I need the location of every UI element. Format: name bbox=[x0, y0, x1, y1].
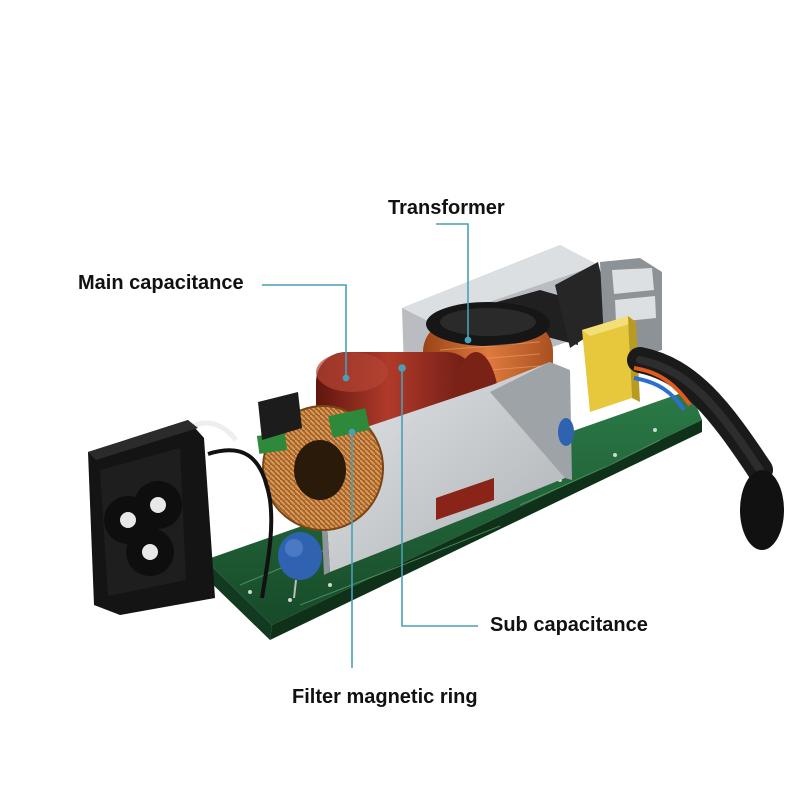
y-capacitor bbox=[278, 532, 322, 599]
leader-dot-main-capacitance bbox=[342, 374, 350, 382]
label-filter-magnetic-ring: Filter magnetic ring bbox=[292, 686, 478, 708]
leader-line-main-capacitance bbox=[262, 284, 347, 378]
label-transformer: Transformer bbox=[388, 197, 505, 219]
filter-magnetic-ring bbox=[256, 405, 384, 531]
label-sub-capacitance: Sub capacitance bbox=[490, 614, 648, 636]
ac-inlet bbox=[88, 420, 215, 615]
leader-dot-sub-capacitance bbox=[398, 364, 406, 372]
small-blue-component bbox=[558, 418, 574, 446]
output-cable bbox=[627, 347, 784, 550]
leader-lines bbox=[262, 223, 478, 668]
leader-line-sub-capacitance bbox=[401, 368, 478, 627]
label-main-capacitance: Main capacitance bbox=[78, 272, 244, 294]
leader-line-transformer bbox=[436, 223, 469, 340]
leader-dot-transformer bbox=[464, 336, 472, 344]
common-mode-choke bbox=[258, 392, 302, 440]
leader-dot-filter-magnetic-ring bbox=[348, 428, 356, 436]
